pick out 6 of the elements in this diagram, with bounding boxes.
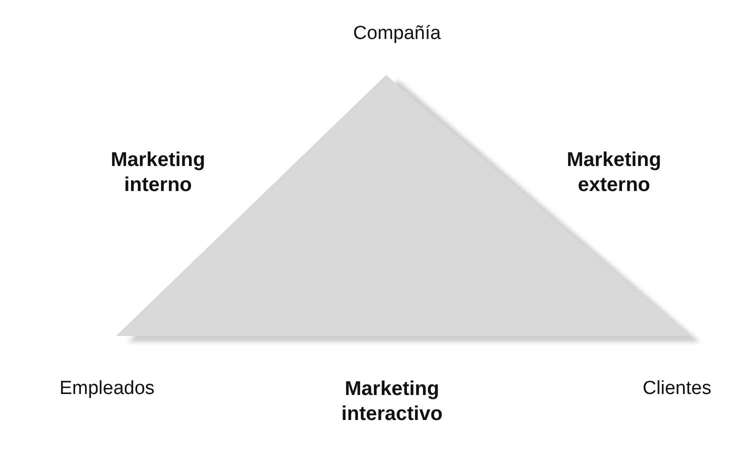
corner-label: Empleados	[58, 377, 156, 401]
corner-label: Compañía	[352, 22, 442, 46]
side-label: Marketing interno	[110, 148, 206, 198]
side-label: Marketing interactivo	[340, 377, 444, 427]
corner-label: Clientes	[642, 377, 712, 401]
side-label: Marketing externo	[566, 148, 662, 198]
